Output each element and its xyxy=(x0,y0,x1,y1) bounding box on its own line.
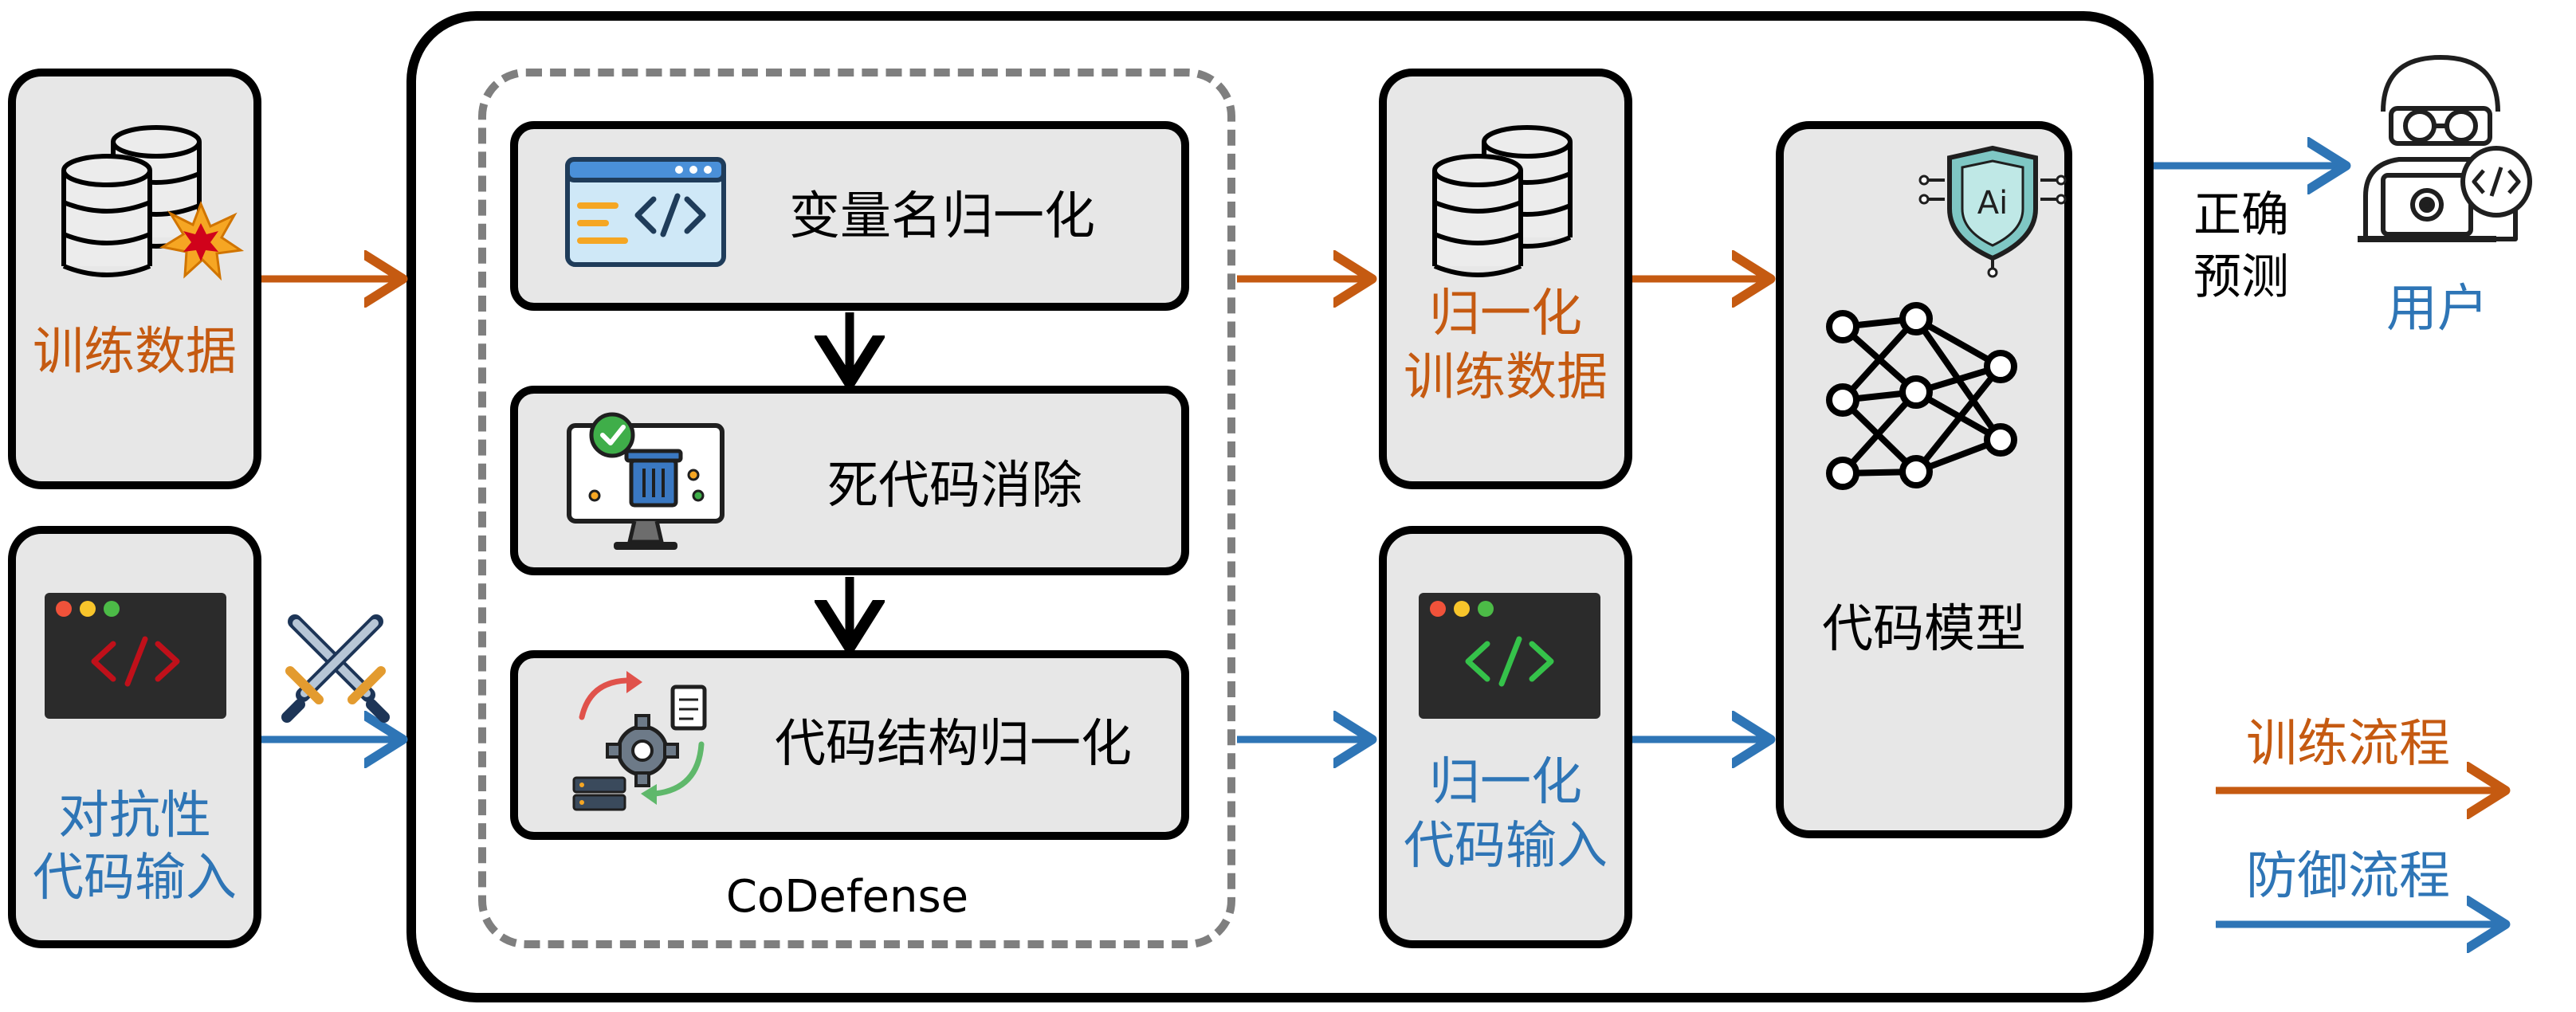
adversarial-label-line1: 对抗性 xyxy=(58,786,211,845)
prediction-label-line2: 预测 xyxy=(2193,249,2289,305)
ai-shield-icon xyxy=(1918,145,2067,278)
developer-user-icon xyxy=(2358,55,2532,242)
training-data-panel xyxy=(8,69,261,489)
code-model-label: 代码模型 xyxy=(1822,600,2026,659)
normalized-code-line1: 归一化 xyxy=(1429,753,1582,812)
monitor-trash-icon xyxy=(567,412,724,550)
normalized-training-line2: 训练数据 xyxy=(1404,348,1608,407)
neural-network-icon xyxy=(1826,302,2017,490)
ai-badge-text: Ai xyxy=(1977,185,2008,222)
user-label: 用户 xyxy=(2386,280,2488,339)
legend-training-label: 训练流程 xyxy=(2246,715,2450,774)
normalized-code-line2: 代码输入 xyxy=(1404,817,1608,876)
legend-defense-label: 防御流程 xyxy=(2246,847,2450,906)
explosion-icon xyxy=(159,201,245,281)
step-variable-normalization-label: 变量名归一化 xyxy=(789,187,1095,246)
step-structure-normalization-label: 代码结构归一化 xyxy=(775,715,1132,774)
training-data-label: 训练数据 xyxy=(33,323,237,382)
codefense-title: CoDefense xyxy=(725,871,969,923)
database-icon-normalized xyxy=(1432,125,1573,277)
database-icon xyxy=(61,125,202,277)
prediction-label-line1: 正确 xyxy=(2193,187,2289,243)
crossed-swords-icon xyxy=(281,614,390,723)
code-terminal-icon-adversarial xyxy=(45,593,226,719)
gear-cycle-icon xyxy=(572,671,707,811)
code-window-icon xyxy=(565,157,726,267)
codefense-group xyxy=(478,69,1235,948)
step-dead-code-elimination-label: 死代码消除 xyxy=(827,457,1082,516)
adversarial-label-line2: 代码输入 xyxy=(33,849,237,908)
code-terminal-icon-normalized xyxy=(1419,593,1600,719)
normalized-training-line1: 归一化 xyxy=(1429,284,1582,343)
